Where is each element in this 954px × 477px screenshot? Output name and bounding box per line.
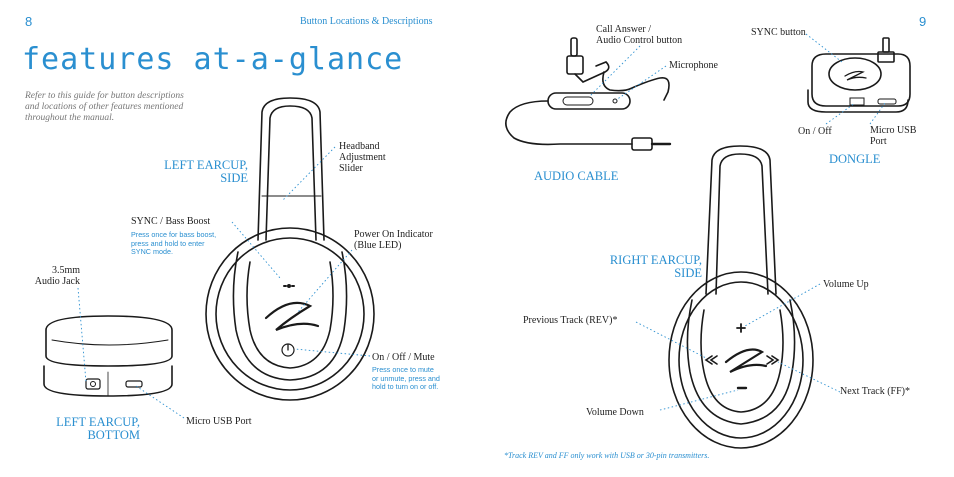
label-line: Audio Control button — [596, 35, 683, 46]
left-earcup-side-heading: LEFT EARCUP, SIDE — [120, 159, 248, 185]
volume-up-label: Volume Up — [823, 279, 869, 290]
sync-bass-boost-note: Press once for bass boost, press and hol… — [131, 230, 217, 257]
dongle-micro-usb-label: Micro USB Port — [870, 125, 916, 147]
heading-line: SIDE — [220, 171, 248, 185]
microphone-label: Microphone — [669, 60, 718, 71]
previous-track-label: Previous Track (REV)* — [523, 315, 618, 326]
page-header: Button Locations & Descriptions — [300, 16, 433, 27]
page-title: features at-a-glance — [22, 42, 404, 77]
left-earcup-side-drawing — [205, 97, 375, 401]
heading-line: BOTTOM — [87, 428, 140, 442]
heading-line: RIGHT EARCUP, — [609, 253, 702, 267]
micro-usb-port-label: Micro USB Port — [186, 416, 252, 427]
heading-line: LEFT EARCUP, — [164, 158, 248, 172]
note-line: press and hold to enter — [131, 238, 205, 248]
note-line: Press once to mute — [372, 365, 434, 374]
note-line: SYNC mode. — [131, 247, 173, 256]
dongle-heading: DONGLE — [829, 152, 881, 166]
label-line: Audio Jack — [34, 276, 80, 287]
intro-line: Refer to this guide for button descripti… — [25, 91, 184, 101]
note-line: or unmute, press and — [372, 373, 440, 383]
page-number-left: 8 — [25, 14, 33, 29]
right-earcup-side-drawing — [668, 145, 814, 449]
next-track-label: Next Track (FF)* — [840, 386, 911, 397]
footnote: *Track REV and FF only work with USB or … — [504, 451, 710, 460]
audio-cable-heading: AUDIO CABLE — [534, 169, 619, 183]
power-indicator-label: Power On Indicator (Blue LED) — [354, 229, 433, 251]
dongle-drawing — [807, 37, 911, 113]
right-earcup-side-heading: RIGHT EARCUP, SIDE — [580, 254, 702, 280]
label-line: Micro USB — [870, 125, 917, 136]
dongle-on-off-label: On / Off — [798, 126, 832, 137]
intro-text: Refer to this guide for button descripti… — [25, 91, 235, 124]
call-answer-label: Call Answer / Audio Control button — [596, 24, 682, 46]
audio-cable-drawing — [505, 37, 672, 151]
on-off-mute-note: Press once to mute or unmute, press and … — [372, 365, 440, 392]
label-line: (Blue LED) — [354, 240, 402, 251]
leader-lines — [77, 33, 886, 419]
audio-jack-label: 3.5mm Audio Jack — [25, 265, 80, 287]
intro-line: and locations of other features mentione… — [25, 102, 184, 112]
left-earcup-bottom-drawing — [43, 315, 173, 397]
on-off-mute-label: On / Off / Mute — [372, 352, 435, 363]
label-line: Port — [870, 136, 887, 147]
page-number-right: 9 — [919, 14, 927, 29]
note-line: Press once for bass boost, — [131, 230, 217, 239]
left-earcup-bottom-heading: LEFT EARCUP, BOTTOM — [20, 416, 140, 442]
heading-line: SIDE — [674, 266, 702, 280]
heading-line: LEFT EARCUP, — [56, 415, 140, 429]
label-line: Adjustment — [339, 152, 386, 163]
label-line: 3.5mm — [51, 265, 80, 276]
volume-down-label: Volume Down — [586, 407, 644, 418]
note-line: hold to turn on or off. — [372, 382, 439, 391]
label-line: Power On Indicator — [354, 229, 433, 240]
label-line: Call Answer / — [596, 24, 651, 35]
dongle-sync-button-label: SYNC button — [751, 27, 806, 38]
headband-slider-label: Headband Adjustment Slider — [339, 141, 386, 174]
label-line: Slider — [339, 163, 363, 174]
sync-bass-boost-label: SYNC / Bass Boost — [131, 216, 211, 227]
label-line: Headband — [339, 141, 380, 152]
intro-line: throughout the manual. — [25, 113, 115, 123]
